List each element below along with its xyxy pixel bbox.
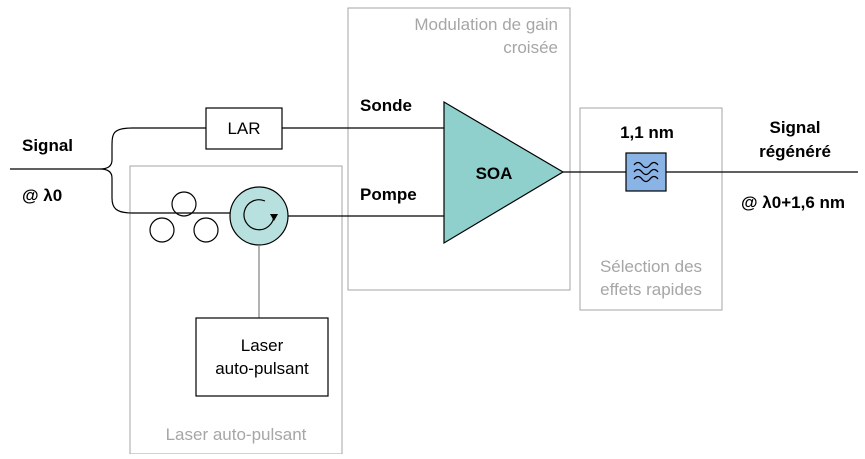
fiber-loop-right: [193, 217, 219, 243]
filter-box: [625, 152, 667, 192]
output-wavelength-label: @ λ0+1,6 nm: [741, 193, 845, 212]
selection-group-label-line1: Sélection des: [600, 257, 702, 276]
pump-label: Pompe: [360, 185, 417, 204]
selection-group-box: [579, 107, 723, 311]
lar-label: LAR: [227, 119, 260, 138]
splitter-brace: [99, 127, 133, 214]
output-label-line2: régénéré: [759, 142, 831, 161]
lar-box: [205, 107, 283, 150]
probe-label: Sonde: [360, 96, 412, 115]
input-signal-label: Signal: [22, 136, 73, 155]
laser-label-line1: Laser: [241, 336, 284, 355]
soa-label: SOA: [476, 164, 513, 183]
filter-bandwidth-label: 1,1 nm: [620, 123, 674, 142]
xgm-group-label-line2: croisée: [503, 38, 558, 57]
selection-group-label-line2: effets rapides: [600, 280, 702, 299]
laser-label-line2: auto-pulsant: [215, 359, 309, 378]
circulator-arrow-icon: [243, 199, 275, 231]
filter-wave-icon: [633, 161, 659, 183]
laser-box: [195, 317, 329, 397]
input-wavelength-label: @ λ0: [22, 186, 62, 205]
fiber-loop-top: [171, 191, 197, 217]
circulator-arrowhead-icon: [270, 214, 278, 221]
output-label-line1: Signal: [769, 118, 820, 137]
xgm-group-box: [347, 7, 571, 291]
xgm-group-label-line1: Modulation de gain: [414, 15, 558, 34]
circulator: [229, 186, 289, 246]
soa-triangle: [443, 100, 565, 245]
fiber-loop-left: [149, 217, 175, 243]
laser-group-label: Laser auto-pulsant: [166, 425, 307, 444]
